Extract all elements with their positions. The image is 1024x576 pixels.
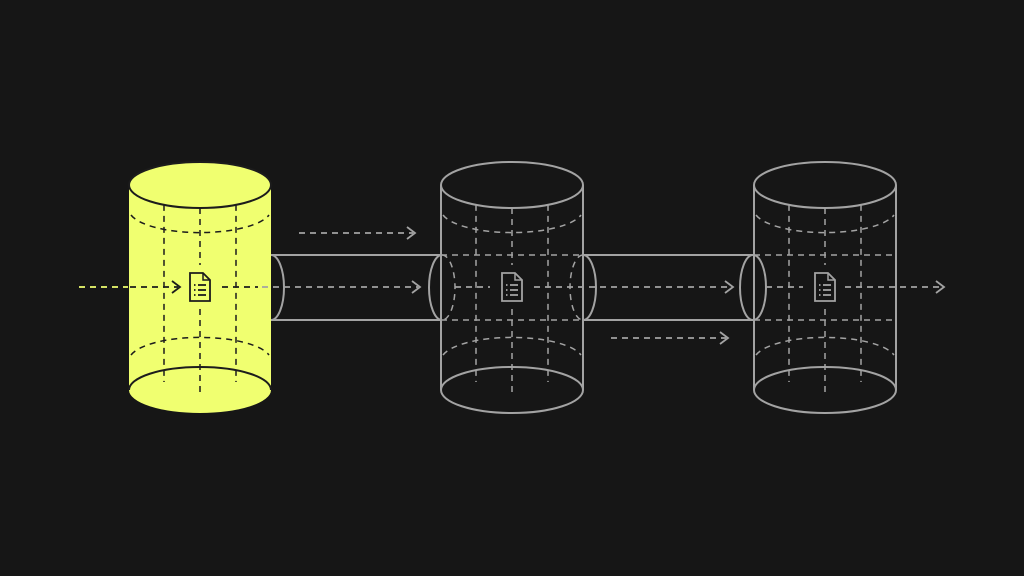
input-arrow-inner-head xyxy=(171,280,182,294)
cylinder-top xyxy=(128,161,272,209)
flow-arrow-pipe-1 xyxy=(262,280,422,294)
pipe-2-inlet xyxy=(582,254,597,321)
cylinder-bottom-rim xyxy=(128,366,272,391)
document-icon xyxy=(501,272,523,302)
document-fold xyxy=(202,273,210,281)
ring-upper xyxy=(442,214,582,234)
document-fold xyxy=(514,273,522,281)
arrow-head xyxy=(406,226,417,240)
arrow-head xyxy=(411,280,422,294)
cylinder-1 xyxy=(128,161,272,413)
output-flow-arrow xyxy=(845,280,946,294)
document-outline xyxy=(189,272,211,302)
cylinder-top xyxy=(753,161,897,209)
document-icon xyxy=(814,272,836,302)
document-outline xyxy=(501,272,523,302)
ring-lower xyxy=(130,336,270,356)
cylinder-bottom xyxy=(753,366,897,414)
pipe-1-outlet xyxy=(428,254,443,321)
pipe-2-to-3 xyxy=(583,254,753,321)
cylinder-top xyxy=(440,161,584,209)
ring-lower xyxy=(755,336,895,356)
arrow-head xyxy=(719,331,730,345)
cylinder-3 xyxy=(753,161,897,414)
document-outline xyxy=(814,272,836,302)
arrow-head xyxy=(935,280,946,294)
arrow-head xyxy=(724,280,735,294)
ring-upper xyxy=(130,214,270,234)
pipe-1-outlet-hidden xyxy=(441,254,456,321)
document-icon xyxy=(189,272,211,302)
ring-lower xyxy=(442,336,582,356)
flow-arrow-upper xyxy=(299,226,417,240)
flow-arrow-lower xyxy=(611,331,730,345)
flow-arrow-pipe-2 xyxy=(534,280,735,294)
cylinder-bottom xyxy=(440,366,584,414)
ring-upper xyxy=(755,214,895,234)
document-fold xyxy=(827,273,835,281)
